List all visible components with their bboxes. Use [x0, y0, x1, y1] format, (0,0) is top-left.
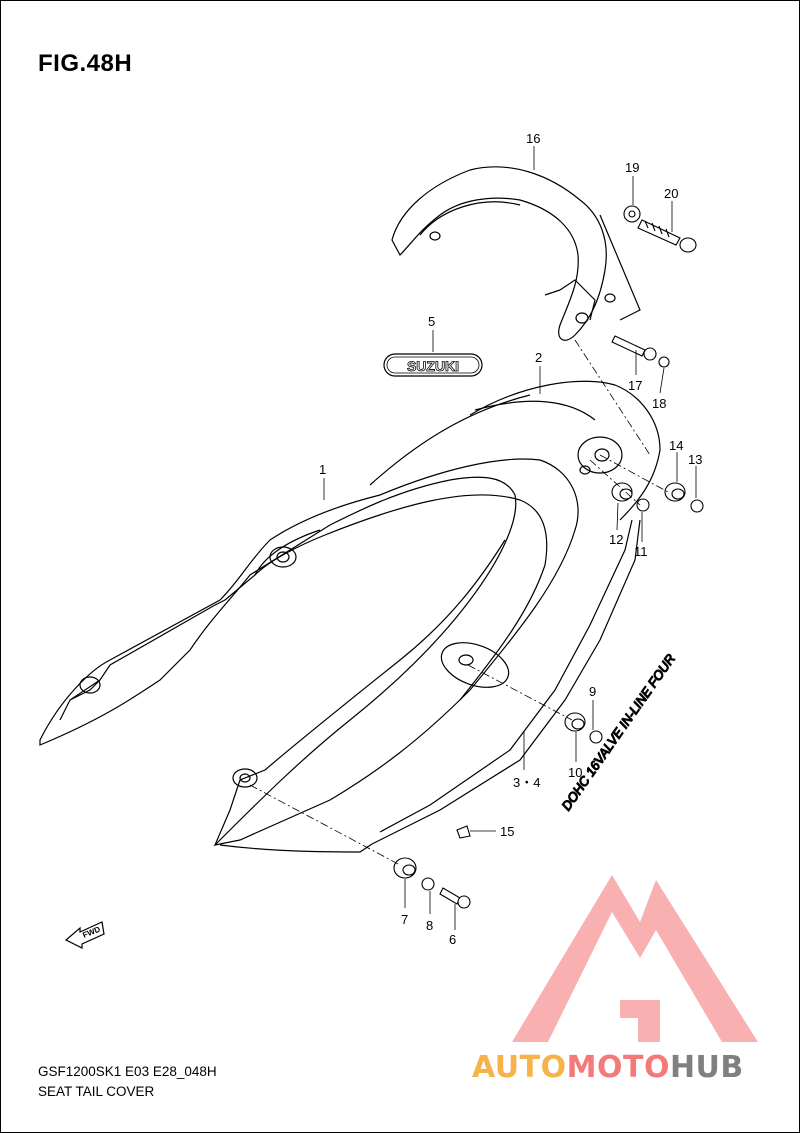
model-code: GSF1200SK1 E03 E28_048H [38, 1064, 217, 1079]
label-16: 16 [526, 131, 540, 146]
label-5: 5 [428, 314, 435, 329]
suzuki-emblem[interactable]: SUZUKI [383, 353, 483, 377]
label-14: 14 [669, 438, 683, 453]
collar-8[interactable] [421, 877, 435, 891]
clip-15[interactable] [456, 825, 471, 839]
side-decal-text: DOHC 16VALVE IN-LINE FOUR [558, 651, 678, 813]
label-15: 15 [500, 824, 514, 839]
washer-19[interactable] [623, 205, 641, 223]
collar-9[interactable] [589, 730, 603, 744]
label-19: 19 [625, 160, 639, 175]
label-1: 1 [319, 462, 326, 477]
label-13: 13 [688, 452, 702, 467]
part-labels: 1 2 3・4 5 6 7 8 9 10 11 12 13 14 15 16 1… [319, 131, 702, 947]
collar-13[interactable] [690, 499, 704, 513]
label-8: 8 [426, 918, 433, 933]
automotohub-logo-mark [512, 875, 758, 1042]
leader-lines [323, 146, 697, 930]
assembly-lines [249, 339, 669, 866]
label-11: 11 [634, 544, 648, 559]
hardware-parts [393, 205, 704, 909]
grommet-10[interactable] [564, 712, 586, 732]
label-10: 10 [568, 765, 582, 780]
label-20: 20 [664, 186, 678, 201]
watermark-part-hub: HUB [669, 1050, 744, 1085]
label-7: 7 [401, 912, 408, 927]
bolt-6[interactable] [439, 887, 471, 909]
label-17: 17 [628, 378, 642, 393]
grommet-7[interactable] [393, 857, 417, 879]
bolt-17[interactable] [611, 335, 657, 361]
label-2: 2 [535, 350, 542, 365]
forward-direction-arrow: FWD [64, 921, 105, 949]
bolt-20[interactable] [637, 219, 697, 253]
side-decal-stripe[interactable]: DOHC 16VALVE IN-LINE FOUR [371, 519, 679, 845]
figure-name: SEAT TAIL COVER [38, 1084, 155, 1099]
seat-tail-cover[interactable] [39, 394, 579, 853]
label-18: 18 [652, 396, 666, 411]
label-9: 9 [589, 684, 596, 699]
nut-18[interactable] [658, 356, 670, 368]
label-12: 12 [609, 532, 623, 547]
watermark-part-auto: AUTO [472, 1050, 567, 1085]
watermark-part-moto: MOTO [566, 1050, 670, 1085]
grab-rail[interactable] [391, 166, 641, 341]
label-3-4: 3・4 [513, 775, 540, 790]
collar-11[interactable] [636, 498, 650, 512]
emblem-text: SUZUKI [407, 358, 459, 374]
automotohub-watermark: AUTOMOTOHUB [472, 1050, 744, 1085]
grommet-12[interactable] [611, 482, 633, 502]
label-6: 6 [449, 932, 456, 947]
tail-cover-center[interactable] [469, 380, 661, 521]
grommet-14[interactable] [664, 482, 686, 502]
figure-title: FIG.48H [38, 50, 133, 77]
